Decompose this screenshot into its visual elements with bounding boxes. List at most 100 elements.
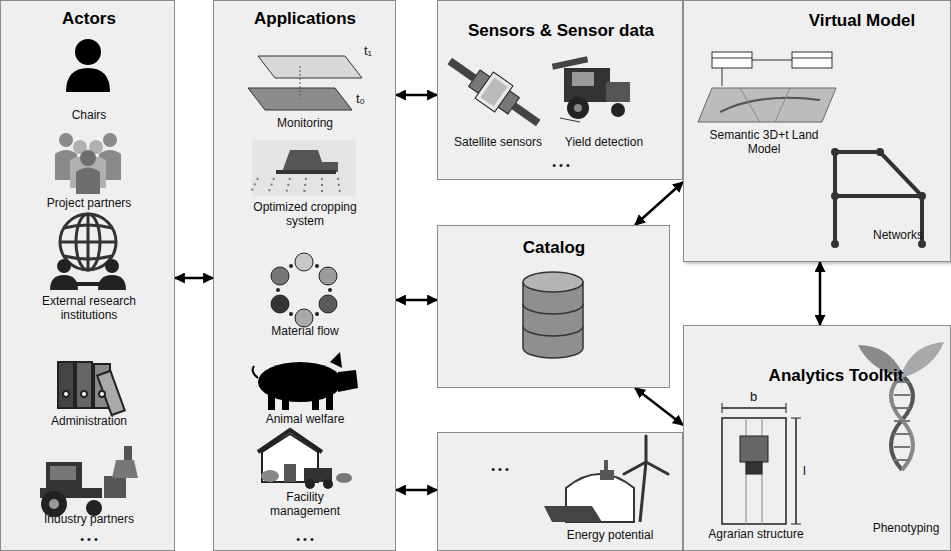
- semantic-model-icon: [752, 60, 792, 61]
- cropping-icon: [252, 140, 356, 196]
- agrarian-structure-icon: [795, 418, 797, 524]
- item-label: Yield detection: [548, 136, 660, 150]
- panel-fill: [683, 0, 951, 262]
- dimension-label: l: [803, 464, 806, 477]
- monitoring-icon: [258, 56, 362, 78]
- double-arrow: [175, 277, 213, 280]
- chair-person-icon: [66, 39, 110, 92]
- double-arrow: [396, 299, 437, 302]
- crop-row: [286, 178, 290, 194]
- energy-icon: [544, 436, 668, 522]
- partners-group-icon: [76, 168, 100, 195]
- semantic-model-icon: [720, 98, 820, 112]
- partners-group-icon: [59, 133, 73, 147]
- agrarian-structure-icon: [791, 524, 801, 525]
- double-arrow: [635, 182, 683, 225]
- panel-box: Catalog: [437, 225, 670, 388]
- monitoring-icon: [300, 66, 301, 99]
- binders-icon: [99, 391, 105, 397]
- pig-icon: [312, 396, 319, 410]
- semantic-model-icon: [722, 68, 723, 86]
- binders-icon: [97, 371, 125, 415]
- panel-box: ApplicationsMonitoringOptimized cropping…: [213, 0, 396, 551]
- phenotyping-icon: [891, 375, 913, 470]
- energy-icon: [640, 462, 646, 522]
- item-label: • • •: [470, 463, 530, 476]
- item-label: Monitoring: [230, 117, 380, 131]
- combine-icon: [611, 103, 625, 117]
- panel-box: ActorsChairsProject partnersExternal res…: [0, 0, 175, 551]
- panel-box: Sensors & Sensor dataSatellite sensorsYi…: [437, 0, 683, 180]
- panel-heading: Sensors & Sensor data: [443, 21, 679, 41]
- panel-heading: Virtual Model: [777, 11, 947, 31]
- item-label: Semantic 3D+t Land Model: [694, 129, 834, 157]
- combine-icon: [552, 56, 630, 122]
- material-flow-icon: [295, 253, 313, 271]
- researchers-icon: [105, 259, 119, 273]
- agrarian-structure-icon: [722, 418, 786, 524]
- cropping-icon: [250, 140, 356, 196]
- crop-row: [321, 178, 323, 194]
- researchers-icon: [57, 259, 71, 273]
- phenotyping-icon: [894, 382, 910, 460]
- tractor-icon: [124, 446, 132, 460]
- semantic-model-icon: [712, 52, 752, 68]
- combine-icon: [574, 104, 582, 112]
- chair-person-icon: [75, 39, 101, 65]
- farm-icon: [261, 470, 279, 482]
- agrarian-structure-icon: [722, 403, 723, 413]
- agrarian-structure-icon: [786, 403, 787, 413]
- panel-fill: [213, 0, 396, 551]
- tractor-icon: [104, 476, 126, 498]
- database-icon: [523, 282, 583, 358]
- semantic-model-icon: [792, 58, 832, 59]
- energy-icon: [624, 436, 668, 474]
- item-label: Project partners: [14, 197, 164, 211]
- partners-group-icon: [103, 133, 117, 147]
- item-label: • • •: [531, 159, 591, 172]
- item-label: Material flow: [265, 325, 345, 339]
- item-label: Administration: [14, 415, 164, 429]
- network-icon: [835, 194, 922, 198]
- agrarian-structure-icon: [740, 436, 768, 462]
- energy-icon: [544, 506, 602, 522]
- material-flow-icon: [315, 312, 319, 316]
- network-icon: [831, 192, 839, 200]
- semantic-model-icon: [712, 58, 752, 59]
- farm-icon: [305, 479, 315, 489]
- panel-box: Virtual ModelSemantic 3D+t Land ModelNet…: [683, 0, 951, 262]
- material-flow-icon: [315, 264, 319, 268]
- tractor-icon: [50, 466, 76, 480]
- phenotyping-icon: [902, 342, 944, 378]
- globe-icon: [87, 214, 90, 270]
- material-flow-icon: [271, 253, 337, 327]
- item-label: Facility management: [255, 491, 355, 519]
- panel-fill: [437, 432, 683, 551]
- double-arrow: [819, 262, 822, 325]
- material-flow-icon: [289, 312, 293, 316]
- monitoring-icon: [248, 56, 362, 110]
- crop-row: [304, 178, 306, 194]
- agrarian-structure-icon: [722, 407, 786, 409]
- cropping-icon: [250, 178, 340, 194]
- material-flow-icon: [271, 295, 289, 313]
- item-label: Chairs: [14, 109, 164, 123]
- energy-icon: [624, 462, 646, 474]
- farm-icon: [258, 430, 322, 452]
- item-label: • • •: [275, 533, 335, 546]
- binders-icon: [76, 362, 92, 408]
- pig-icon: [330, 352, 342, 368]
- time-label: t₁: [364, 44, 372, 57]
- pig-icon: [253, 366, 258, 378]
- panel-fill: [683, 325, 951, 551]
- binders-icon: [58, 362, 74, 408]
- semantic-model-icon: [698, 88, 836, 122]
- combine-icon: [564, 68, 610, 102]
- partners-group-icon: [55, 133, 121, 194]
- crop-row: [250, 178, 258, 194]
- chair-person-icon: [66, 68, 110, 92]
- tractor-icon: [49, 499, 59, 509]
